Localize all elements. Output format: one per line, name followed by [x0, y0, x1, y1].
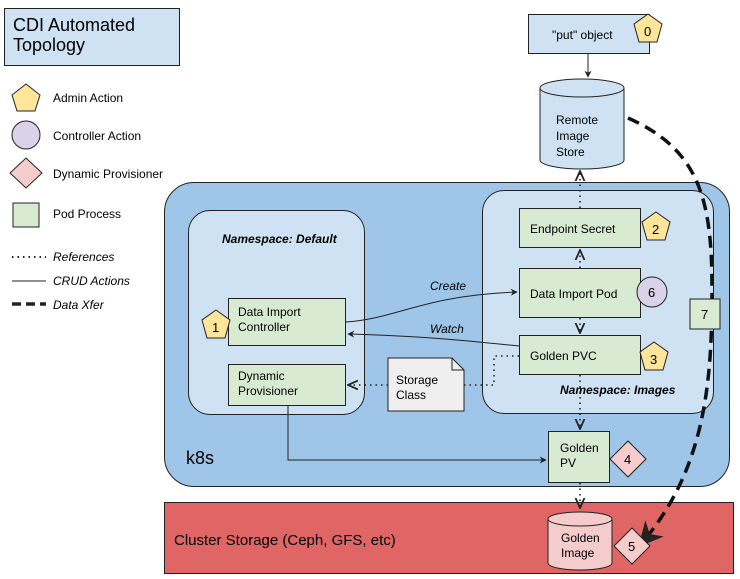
- golden-pvc-label: Golden PVC: [530, 349, 597, 363]
- badge-7-text: 7: [701, 307, 708, 322]
- golden-image-label: Golden Image: [561, 531, 600, 560]
- data-import-controller-label: Data Import Controller: [238, 305, 301, 334]
- storage-class-label: Storage Class: [396, 373, 439, 402]
- data-import-controller-node: [228, 298, 346, 346]
- admin-badge-0-icon: [633, 13, 663, 43]
- data-import-pod-node: [519, 268, 641, 318]
- pvc-to-storageclass-ref: [464, 355, 519, 386]
- legend-references-label: References: [53, 250, 115, 264]
- legend-crud-label: CRUD Actions: [53, 274, 130, 288]
- diagram-title: CDI Automated Topology: [13, 15, 136, 55]
- dynamic-provisioner-node: [228, 364, 346, 406]
- remote-image-store-cylinder: [539, 78, 625, 170]
- badge-1-text: 1: [212, 320, 219, 335]
- create-edge-label: Create: [430, 279, 467, 293]
- badge-5-text: 5: [628, 539, 635, 554]
- put-object-node: [528, 14, 650, 54]
- admin-badge-3-icon: [639, 341, 669, 371]
- dynamic-provisioner-label: Dynamic Provisioner: [238, 369, 299, 398]
- namespace-default-label: Namespace: Default: [222, 232, 337, 246]
- legend-admin-pentagon-icon: [11, 83, 41, 112]
- legend-controller-circle-icon: [11, 120, 41, 150]
- diagram-title-box: CDI Automated Topology: [4, 8, 180, 66]
- storage-class-document: [387, 357, 465, 412]
- endpoint-secret-node: [519, 208, 641, 248]
- endpoint-secret-label: Endpoint Secret: [530, 222, 616, 236]
- badge-6-text: 6: [648, 285, 655, 300]
- controller-badge-6-icon: [636, 276, 668, 308]
- provisioner-badge-4-icon: [609, 440, 647, 478]
- legend-provisioner-diamond-icon: [9, 157, 43, 189]
- data-xfer-path: [627, 116, 714, 547]
- provisioner-to-pv-arrow: [287, 406, 547, 464]
- badge-2-text: 2: [652, 222, 659, 237]
- legend-pod-label: Pod Process: [53, 207, 122, 221]
- create-arrow: [345, 288, 518, 323]
- legend-controller-label: Controller Action: [53, 129, 142, 143]
- provisioner-badge-5-icon: [613, 527, 651, 565]
- legend-pod-square-icon: [12, 202, 40, 228]
- watch-arrow: [347, 330, 520, 347]
- remote-image-store-label: Remote Image Store: [556, 113, 599, 159]
- watch-edge-label: Watch: [430, 322, 464, 336]
- namespace-images-label: Namespace: Images: [560, 383, 676, 397]
- golden-pv-node: [548, 431, 610, 483]
- cluster-storage-label: Cluster Storage (Ceph, GFS, etc): [174, 532, 396, 549]
- golden-pv-label: Golden PV: [560, 441, 599, 470]
- pod-process-7-box: [689, 298, 721, 330]
- data-import-pod-label: Data Import Pod: [530, 287, 618, 301]
- golden-pvc-node: [519, 335, 641, 375]
- badge-3-text: 3: [650, 352, 657, 367]
- legend-admin-label: Admin Action: [53, 91, 124, 105]
- legend-provisioner-label: Dynamic Provisioner: [53, 167, 164, 181]
- admin-badge-2-icon: [641, 211, 671, 241]
- badge-4-text: 4: [624, 452, 631, 467]
- badge-0-text: 0: [644, 24, 651, 39]
- admin-badge-1-icon: [201, 309, 231, 339]
- legend-xfer-label: Data Xfer: [53, 298, 104, 312]
- golden-image-cylinder: [547, 511, 613, 571]
- put-object-label: "put" object: [552, 28, 613, 42]
- k8s-label: k8s: [186, 448, 215, 468]
